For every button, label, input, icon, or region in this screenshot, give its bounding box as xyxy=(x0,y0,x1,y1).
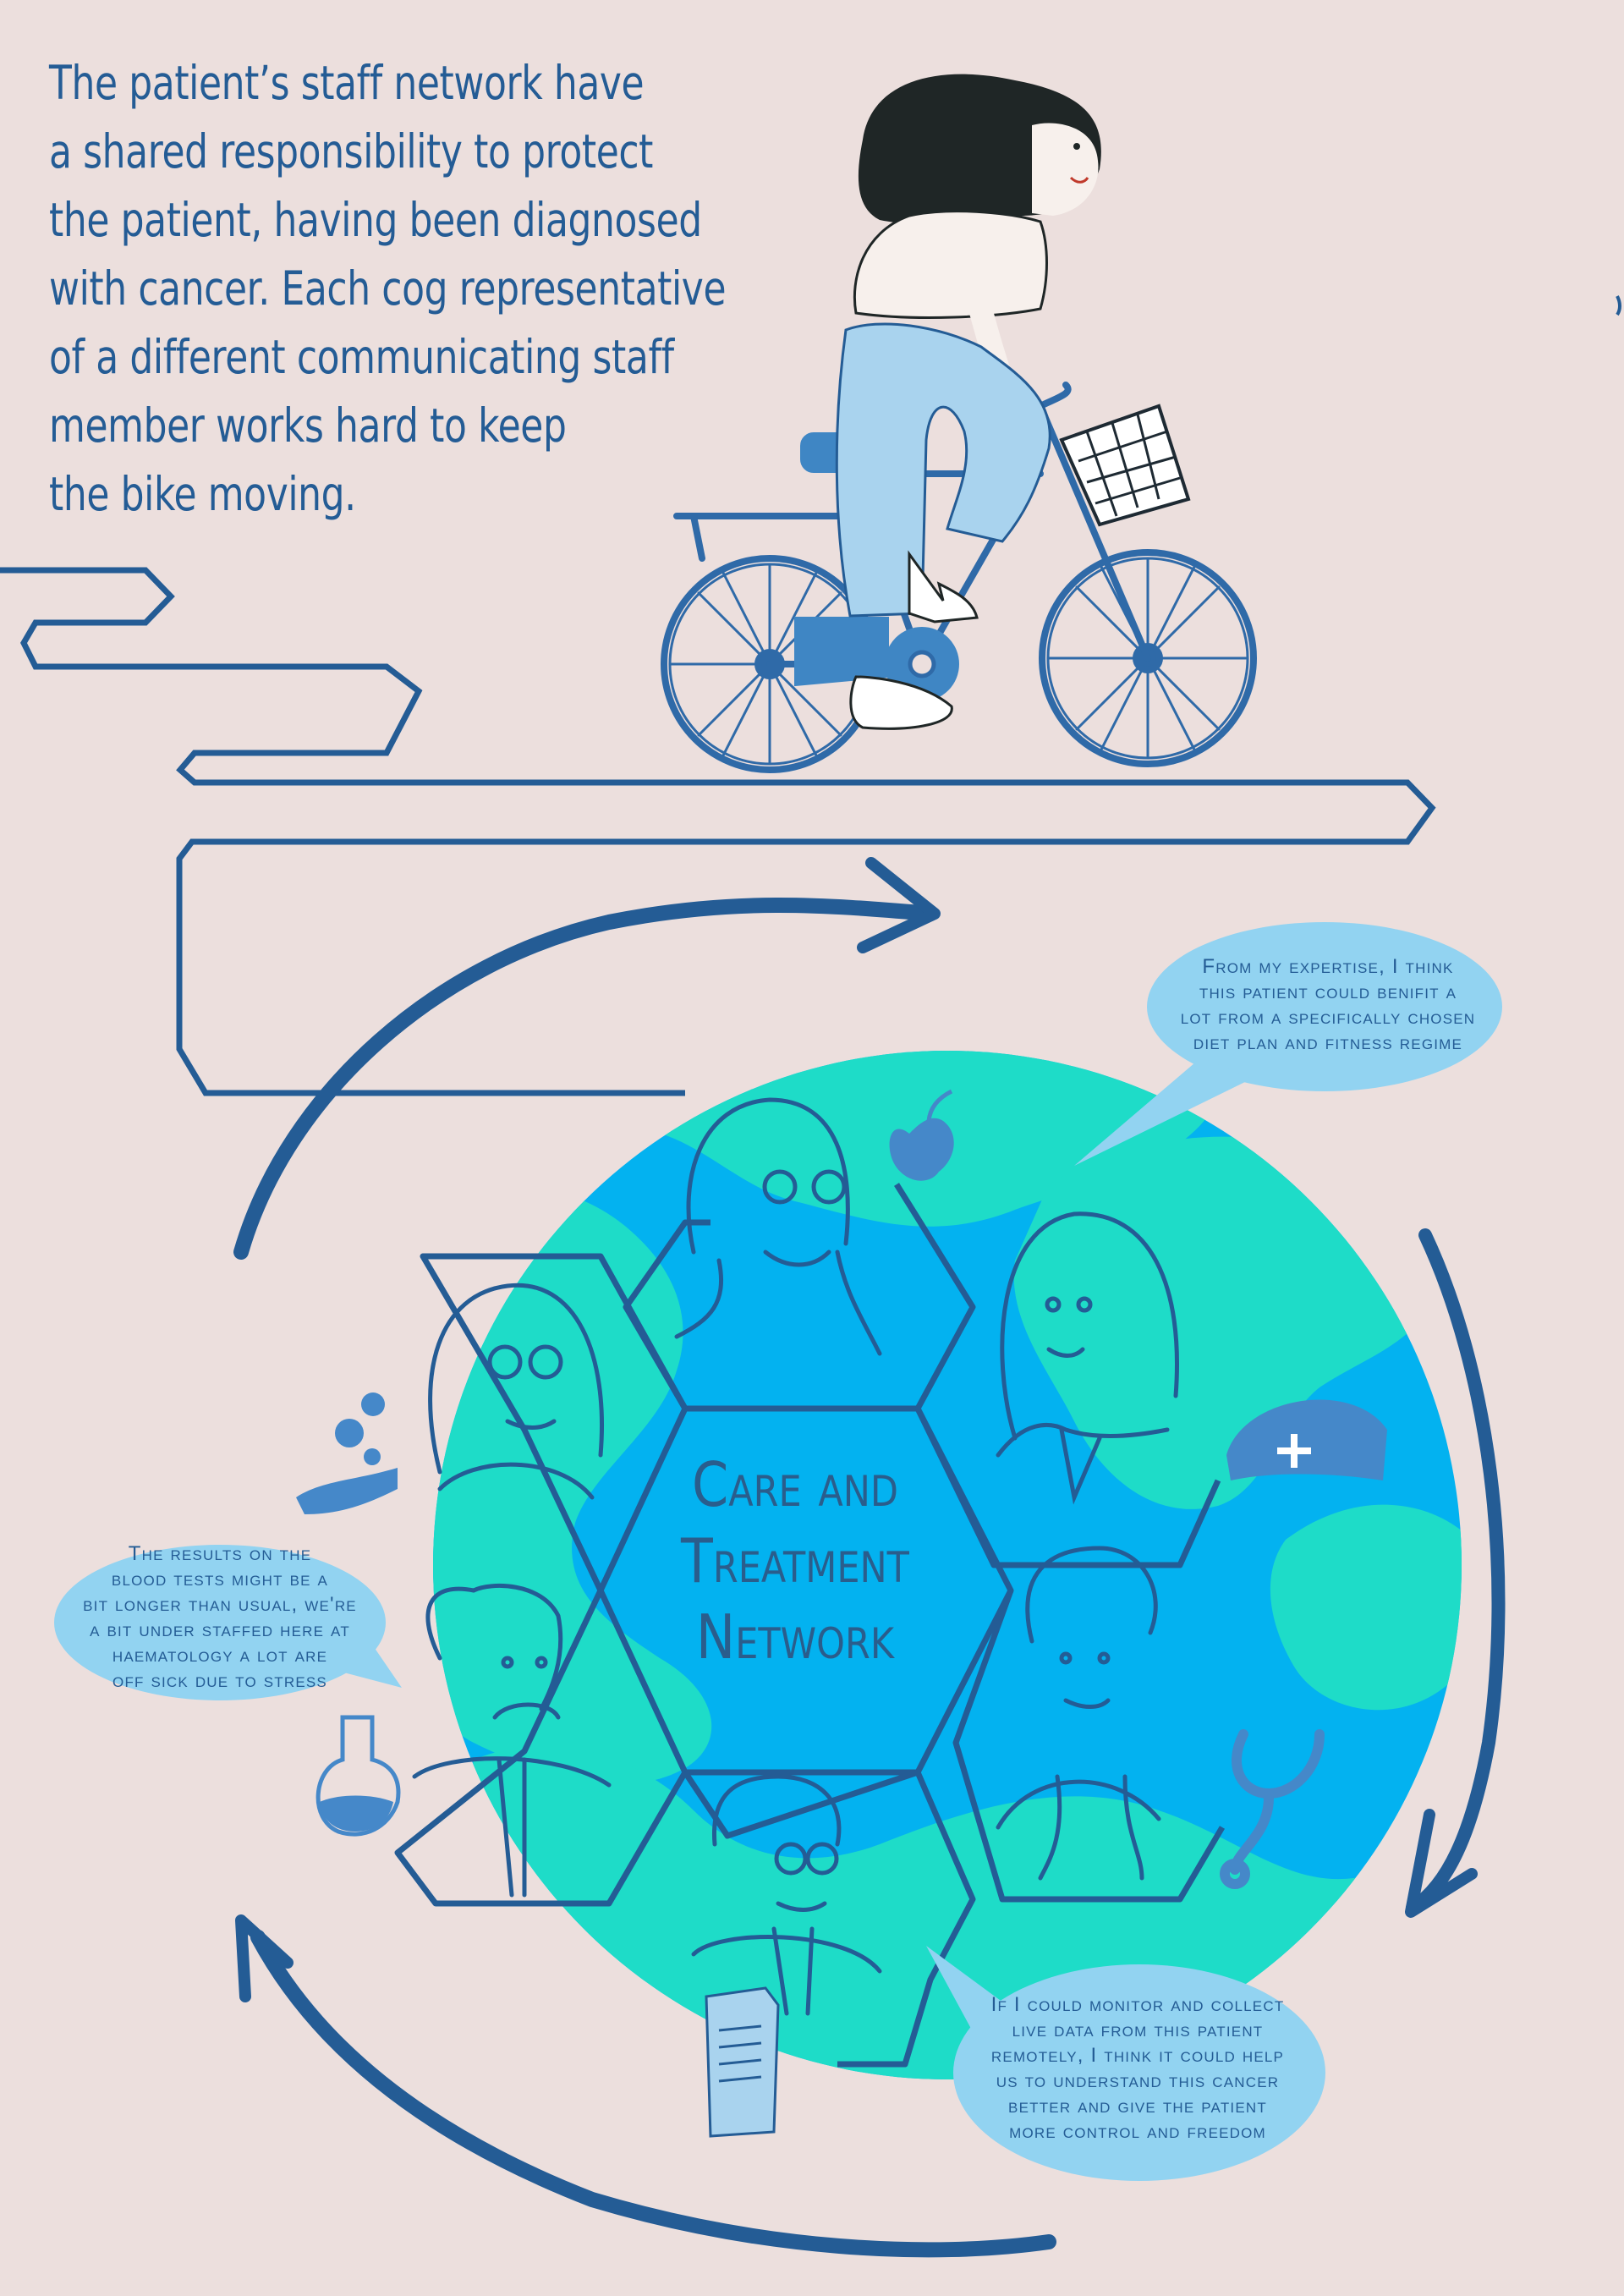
speech-bubble-dietitian: From my expertise, I think this patient … xyxy=(1167,954,1489,1056)
intro-line: member works hard to keep xyxy=(49,398,567,453)
document-icon xyxy=(705,1986,780,2138)
network-title-line: Network xyxy=(695,1601,895,1673)
intro-line: the bike moving. xyxy=(49,467,356,521)
intro-line: a shared responsibility to protect xyxy=(49,124,654,179)
portrait-researcher xyxy=(691,1774,882,2016)
intro-line: The patient’s staff network have xyxy=(49,56,645,110)
apple-icon xyxy=(889,1089,954,1181)
intro-line: the patient, having been diagnosed xyxy=(49,193,702,247)
speech-bubble-haematology: The results on the blood tests might be … xyxy=(68,1541,372,1694)
land-east xyxy=(1270,1504,1462,1711)
bubble-top-right-shape xyxy=(1147,922,1502,1091)
hexagon-lower-left xyxy=(394,1589,689,1907)
stethoscope-icon xyxy=(1220,1729,1325,1889)
rider-jeans xyxy=(835,322,1051,618)
bubble-line: From my expertise, I think xyxy=(1202,955,1454,978)
bubble-line: If I could monitor and collect xyxy=(990,1993,1285,2016)
bubble-line: better and give the patient xyxy=(1008,2095,1267,2117)
page-edge-mark xyxy=(1616,295,1621,316)
hexagon-upper-left xyxy=(420,1253,689,1592)
flask-icon xyxy=(315,1715,401,1837)
speech-bubbles xyxy=(54,922,1502,2181)
basket-icon xyxy=(1059,404,1191,527)
winding-path xyxy=(0,567,1436,1096)
portrait-consultant xyxy=(412,1583,612,1898)
globe xyxy=(433,1051,1462,2079)
bubble-bottom-right-shape xyxy=(953,1964,1325,2181)
bubble-line: this patient could benifit a xyxy=(1199,980,1457,1003)
portrait-dietitian xyxy=(674,1097,882,1356)
bubble-line: blood tests might be a xyxy=(111,1568,329,1590)
intro-line: of a different communicating staff xyxy=(49,330,674,384)
bubble-line: bit longer than usual, we're xyxy=(83,1593,357,1616)
bubble-line: remotely, I think it could help xyxy=(990,2044,1285,2067)
bubble-line: a bit under staffed here at xyxy=(90,1618,350,1641)
bubble-line: us to understand this cancer xyxy=(996,2069,1280,2092)
hand-bubbles-icon xyxy=(296,1392,398,1514)
rider-face xyxy=(1032,123,1099,216)
portrait-haematologist xyxy=(428,1283,604,1500)
cycle-arrows xyxy=(233,857,1506,2258)
intro-line: with cancer. Each cog representative xyxy=(49,261,727,316)
intro-text: The patient’s staff network have a share… xyxy=(49,49,727,529)
hexagon-bottom xyxy=(683,1769,976,2068)
speech-bubble-researcher: If I could monitor and collect live data… xyxy=(973,1992,1303,2145)
bubble-left-shape xyxy=(54,1545,386,1700)
land-right xyxy=(1013,1136,1438,1509)
bubble-line: The results on the xyxy=(128,1542,312,1565)
hexagon-lower-right xyxy=(952,1589,1226,1903)
rider-shirt xyxy=(853,210,1048,319)
nurse-cap-icon xyxy=(1226,1399,1387,1480)
bubble-line: more control and freedom xyxy=(1009,2120,1266,2143)
hexagon-upper-right xyxy=(914,1407,1221,1568)
portrait-doctor xyxy=(996,1546,1161,1881)
network-title-line: Treatment xyxy=(681,1525,909,1596)
hexagon-network xyxy=(394,1183,1226,2068)
bubble-line: live data from this patient xyxy=(1012,2019,1264,2041)
bubble-line: haematology a lot are xyxy=(112,1644,328,1667)
bubble-line: diet plan and fitness regime xyxy=(1193,1031,1463,1054)
rider xyxy=(835,74,1101,730)
bubble-line: off sick due to stress xyxy=(112,1669,327,1692)
bubble-line: lot from a specifically chosen xyxy=(1180,1006,1476,1029)
hexagon-top-right xyxy=(894,1183,976,1410)
network-title: Care and Treatment Network xyxy=(635,1447,955,1675)
portrait-nurse xyxy=(996,1211,1179,1505)
staff-portraits xyxy=(412,1097,1179,2016)
network-title-line: Care and xyxy=(691,1449,899,1520)
